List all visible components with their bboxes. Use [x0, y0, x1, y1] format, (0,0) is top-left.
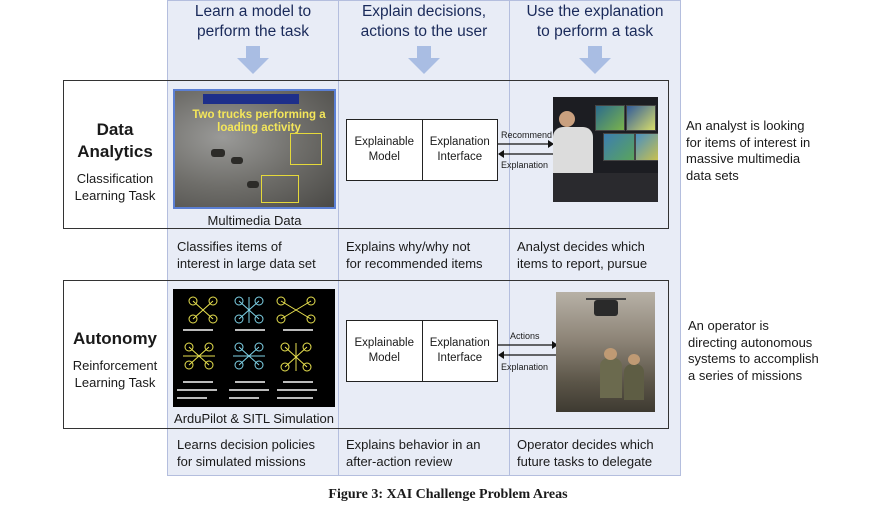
drone-icon [233, 342, 265, 370]
analyst-photo [553, 97, 658, 202]
truck-shape [211, 149, 225, 157]
arrow-label-recommend: Recommend [501, 130, 553, 140]
row-title-autonomy: Autonomy [72, 329, 158, 348]
computer-monitor-icon [603, 133, 635, 161]
down-arrow-icon [579, 46, 611, 74]
row-title-data-analytics: Data Analytics [77, 120, 153, 161]
row-autonomy-box [63, 280, 669, 429]
image-overlay-text: Two trucks performing a loading activity [192, 109, 326, 134]
column-explain-bg [338, 0, 510, 476]
column-heading-explain: Explain decisions, actions to the user [360, 3, 488, 40]
description-classifies: Classifies items of interest in large da… [177, 239, 316, 271]
actions-arrow [498, 341, 558, 359]
computer-monitor-icon [626, 105, 656, 131]
soldier-figure [600, 358, 622, 398]
soldier-figure [624, 364, 644, 400]
description-explains-why: Explains why/why not for recommended ite… [346, 239, 483, 271]
analyst-person-body [553, 127, 593, 173]
arrow-label-explanation: Explanation [501, 160, 549, 170]
drone-icon [188, 296, 218, 324]
column-heading-learn: Learn a model to perform the task [194, 3, 312, 40]
row-subtitle-classification: Classification Learning Task [74, 171, 156, 203]
image-header-bar [203, 94, 299, 104]
arrow-label-actions: Actions [510, 331, 540, 341]
row-subtitle-reinforcement: Reinforcement Learning Task [72, 358, 158, 390]
drone-icon [276, 296, 316, 324]
drone-icon [280, 342, 312, 372]
drone-icon [594, 300, 618, 316]
drone-icon [183, 342, 215, 370]
description-learns-policies: Learns decision policies for simulated m… [177, 437, 316, 469]
row-data-analytics-box [63, 80, 669, 229]
side-note-operator: An operator is directing autonomous syst… [688, 318, 819, 383]
drone-rotor [586, 298, 626, 300]
analyst-person [559, 111, 575, 127]
computer-monitor-icon [595, 105, 625, 131]
detection-box [290, 133, 322, 165]
figure-caption: Figure 3: XAI Challenge Problem Areas [328, 487, 568, 502]
arrow-label-explanation: Explanation [501, 362, 549, 372]
description-analyst-decides: Analyst decides which items to report, p… [517, 239, 648, 271]
description-explains-behavior: Explains behavior in an after-action rev… [346, 437, 481, 469]
down-arrow-icon [237, 46, 269, 74]
truck-shape [231, 157, 243, 164]
detection-box [261, 175, 299, 203]
side-note-analyst: An analyst is looking for items of inter… [686, 118, 811, 183]
image-caption-ardupilot: ArduPilot & SITL Simulation [174, 411, 334, 426]
down-arrow-icon [408, 46, 440, 74]
description-operator-decides: Operator decides which future tasks to d… [517, 437, 654, 469]
soldiers-drone-photo [556, 292, 655, 412]
multimedia-aerial-image: Two trucks performing a loading activity [173, 89, 336, 209]
drone-icon [234, 296, 264, 324]
soldier-head [628, 354, 640, 365]
computer-monitor-icon [635, 133, 658, 161]
truck-shape [247, 181, 259, 188]
desk [553, 173, 658, 202]
ardupilot-simulation-image [173, 289, 335, 407]
image-caption-multimedia: Multimedia Data [207, 213, 302, 228]
soldier-head [604, 348, 617, 360]
recommend-arrow [498, 140, 554, 158]
column-heading-use: Use the explanation to perform a task [526, 3, 664, 40]
